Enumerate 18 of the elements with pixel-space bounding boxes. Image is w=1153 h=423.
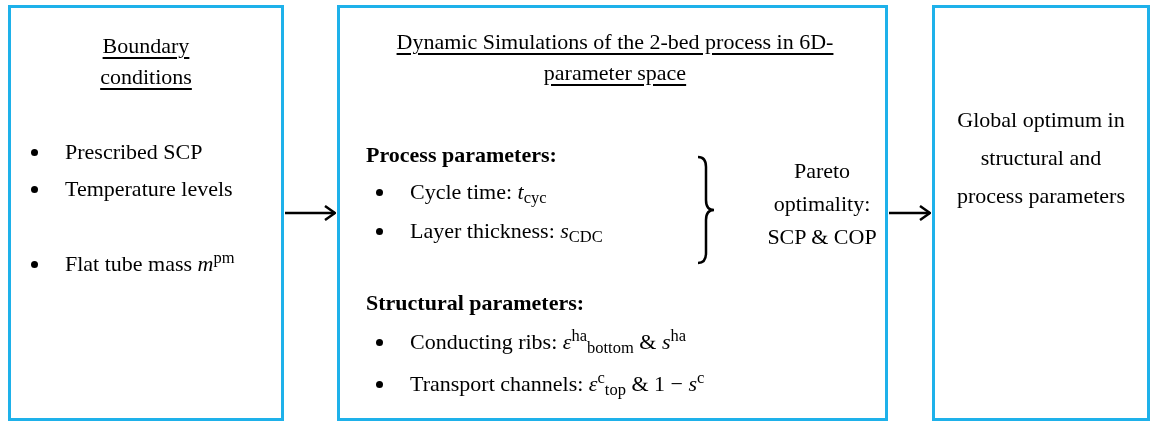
bullet-text: Layer thickness: s$_{CDC}$ bbox=[410, 217, 603, 247]
heading-text: Boundary conditions bbox=[100, 33, 192, 89]
bullet-text: Prescribed SCP bbox=[65, 138, 203, 166]
bullet-text: Conducting ribs: ε$^{ha}$$_{bottom}$ & s$^{ha}$ bbox=[410, 326, 687, 358]
heading-text: Dynamic Simulations of the 2-bed process in 6D-parameter space bbox=[396, 29, 834, 85]
bullet-text: Temperature levels bbox=[65, 175, 233, 203]
result-text: Pareto optimality: SCP & COP bbox=[767, 158, 877, 249]
bullet-text: Cycle time: t$_{cyc}$ bbox=[410, 178, 547, 208]
process-box bbox=[932, 5, 1150, 421]
process-box bbox=[8, 5, 284, 421]
bullet-text: Transport channels: ε$^{c}$$_{top}$ & 1 − s$^{c}$ bbox=[410, 368, 705, 400]
bullet-text: Flat tube mass m$^{pm}$ bbox=[65, 248, 235, 278]
arrow bbox=[285, 204, 337, 222]
arrow bbox=[889, 204, 932, 222]
process-box bbox=[337, 5, 888, 421]
section-heading: Process parameters: bbox=[366, 142, 557, 167]
section-heading: Structural parameters: bbox=[366, 290, 585, 315]
box-text: Global optimum in structural and process parameters bbox=[957, 107, 1125, 208]
